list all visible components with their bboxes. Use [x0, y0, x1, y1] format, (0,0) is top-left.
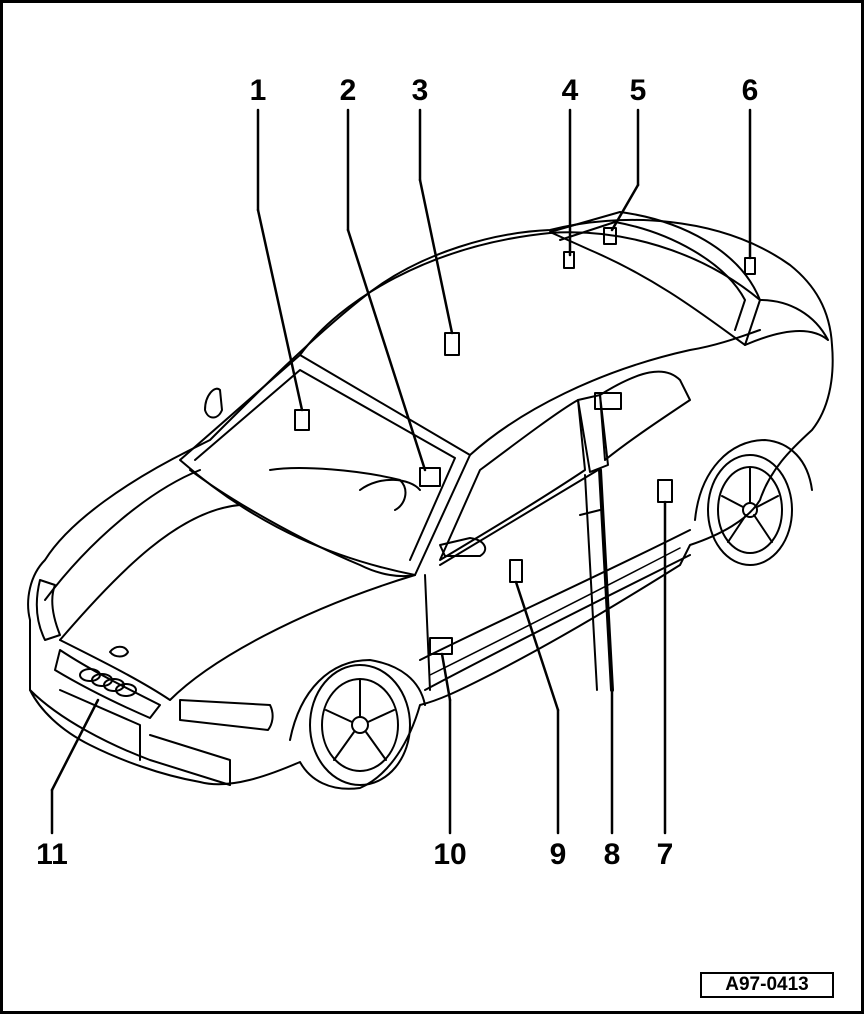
trunk	[744, 299, 829, 346]
callout-8: 8	[603, 838, 621, 871]
component-9	[509, 559, 523, 583]
reference-code: A97-0413	[700, 972, 834, 998]
headlight-left	[35, 579, 61, 641]
callout-7: 7	[656, 838, 674, 871]
leader-lines	[50, 108, 752, 835]
windshield-inner	[194, 369, 456, 561]
callout-2: 2	[339, 74, 357, 107]
callout-4: 4	[561, 74, 579, 107]
callout-10: 10	[433, 838, 467, 871]
rear-wheel	[707, 454, 793, 566]
front-wheel	[309, 664, 411, 786]
callout-9: 9	[549, 838, 567, 871]
callout-3: 3	[411, 74, 429, 107]
side-mirror	[204, 387, 223, 419]
mirror-right	[439, 537, 487, 557]
side-window-front	[439, 399, 586, 561]
emblem	[109, 645, 129, 658]
rocker-panel	[419, 529, 691, 691]
rear-window-inner	[559, 221, 746, 331]
callout-11: 11	[36, 838, 68, 871]
hood-line-left	[44, 469, 241, 641]
steering	[359, 478, 421, 491]
callout-5: 5	[629, 74, 647, 107]
dashboard	[269, 467, 407, 511]
callout-1: 1	[249, 74, 267, 107]
component-5	[603, 227, 617, 245]
rear-window	[549, 211, 761, 346]
hood-crease	[189, 469, 416, 578]
door-front	[424, 469, 599, 691]
component-1	[294, 409, 310, 431]
roof-line	[299, 231, 761, 356]
component-2	[419, 467, 441, 487]
side-window-rear	[599, 370, 691, 461]
component-6	[744, 257, 756, 275]
component-3	[444, 332, 460, 356]
callout-6: 6	[741, 74, 759, 107]
hood-front	[59, 574, 416, 701]
b-pillar	[577, 394, 609, 473]
rear-wheel-arch	[694, 439, 813, 521]
front-wheel-arch	[289, 659, 426, 741]
front-bumper	[29, 689, 231, 786]
door-handle	[579, 509, 601, 516]
component-7	[657, 479, 673, 503]
car-body-outline	[27, 218, 834, 790]
component-8-box	[594, 392, 622, 410]
windshield	[179, 354, 471, 576]
rocker-strip	[429, 547, 681, 676]
headlight-right	[179, 699, 274, 731]
